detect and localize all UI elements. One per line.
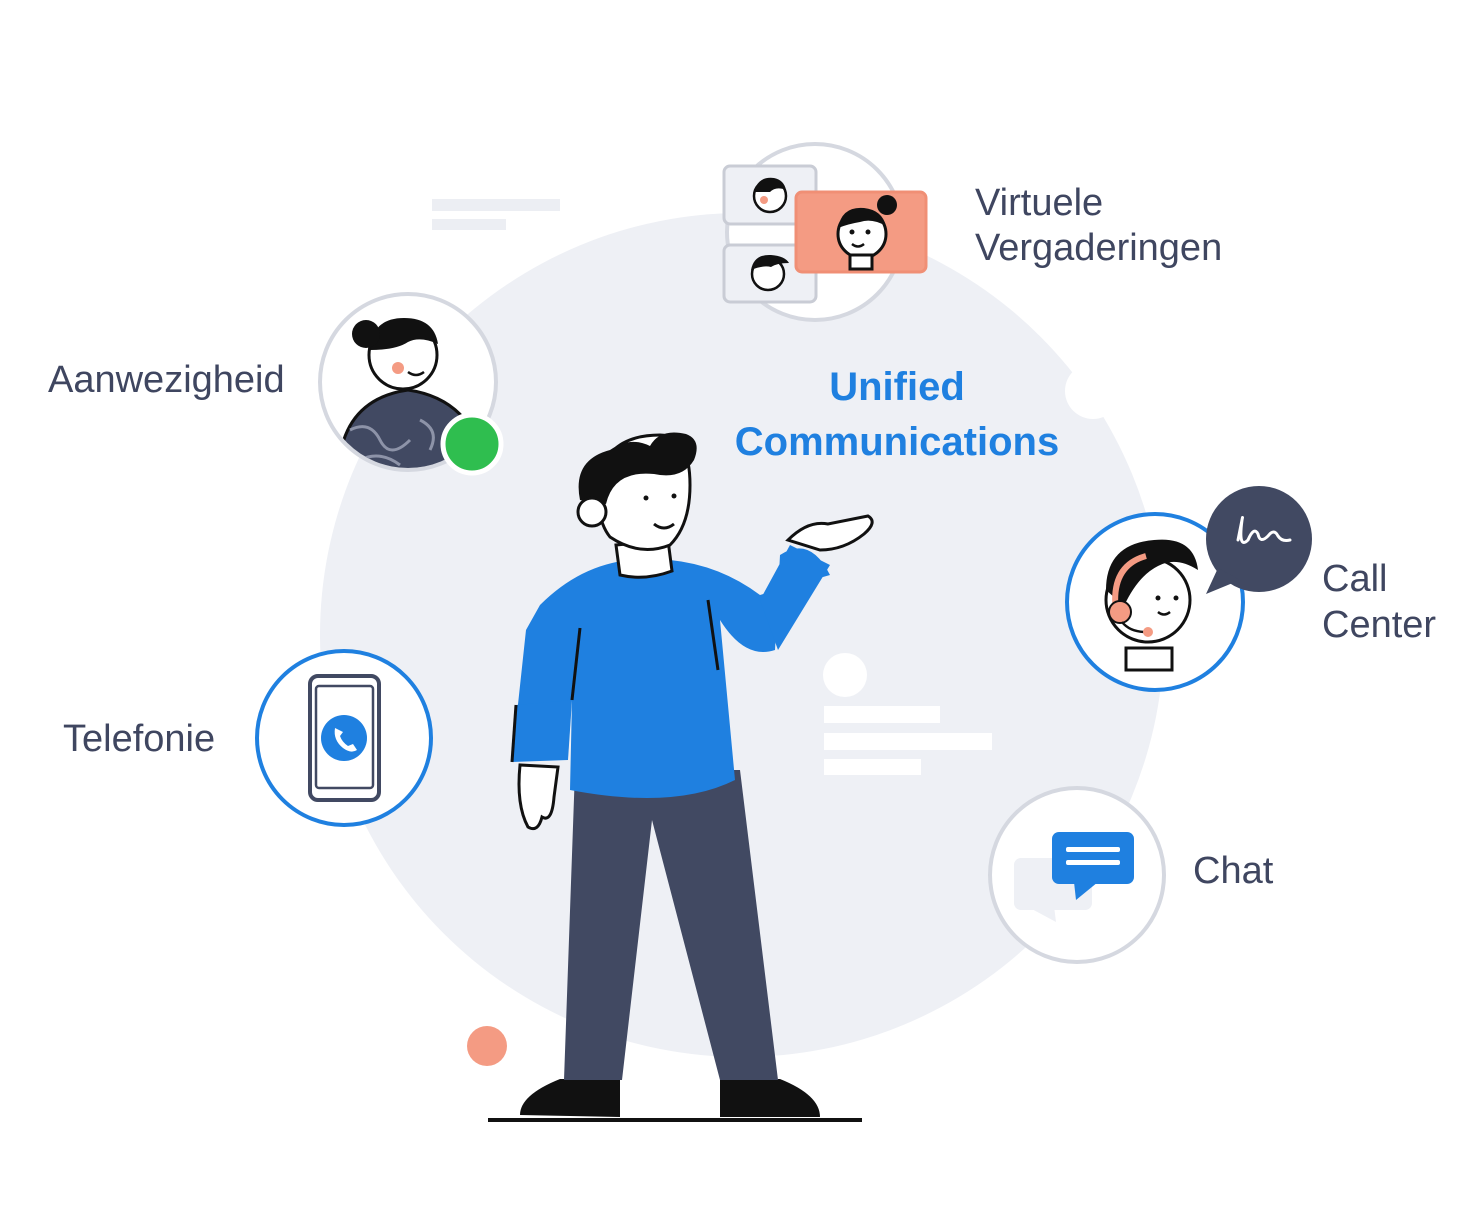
- chat-bubble-icon: [1014, 832, 1134, 922]
- phone-icon: [308, 674, 381, 802]
- meetings-face-main-icon: [836, 195, 897, 271]
- presence-node: [318, 292, 504, 476]
- meetings-face-2-icon: [750, 254, 789, 292]
- callcenter-node: [1065, 486, 1312, 692]
- telephony-node: [255, 649, 433, 827]
- meetings-face-1-icon: [752, 177, 788, 214]
- decor-dot-salmon: [467, 1026, 507, 1066]
- label-callcenter-line1: Call: [1322, 558, 1388, 600]
- label-callcenter-line2: Center: [1322, 604, 1437, 646]
- decor-dot-white: [1065, 363, 1121, 419]
- headset-agent-icon: [1104, 539, 1198, 672]
- presence-avatar-icon: [336, 318, 490, 468]
- chat-node: [988, 786, 1166, 964]
- decor-lines-middle: [823, 653, 992, 775]
- decor-lines-top: [432, 199, 560, 230]
- label-telephony: Telefonie: [63, 718, 216, 760]
- presence-status-dot: [440, 412, 504, 476]
- meetings-node: [722, 142, 928, 322]
- presenter-figure: [488, 432, 874, 1122]
- label-chat: Chat: [1193, 850, 1274, 892]
- label-meetings-line2: Vergaderingen: [975, 227, 1223, 269]
- center-title-line1: Unified: [829, 365, 965, 409]
- label-presence: Aanwezigheid: [48, 359, 285, 401]
- label-meetings-line1: Virtuele: [975, 182, 1104, 224]
- speech-bubble-icon: [1206, 486, 1312, 594]
- center-title-line2: Communications: [734, 420, 1060, 464]
